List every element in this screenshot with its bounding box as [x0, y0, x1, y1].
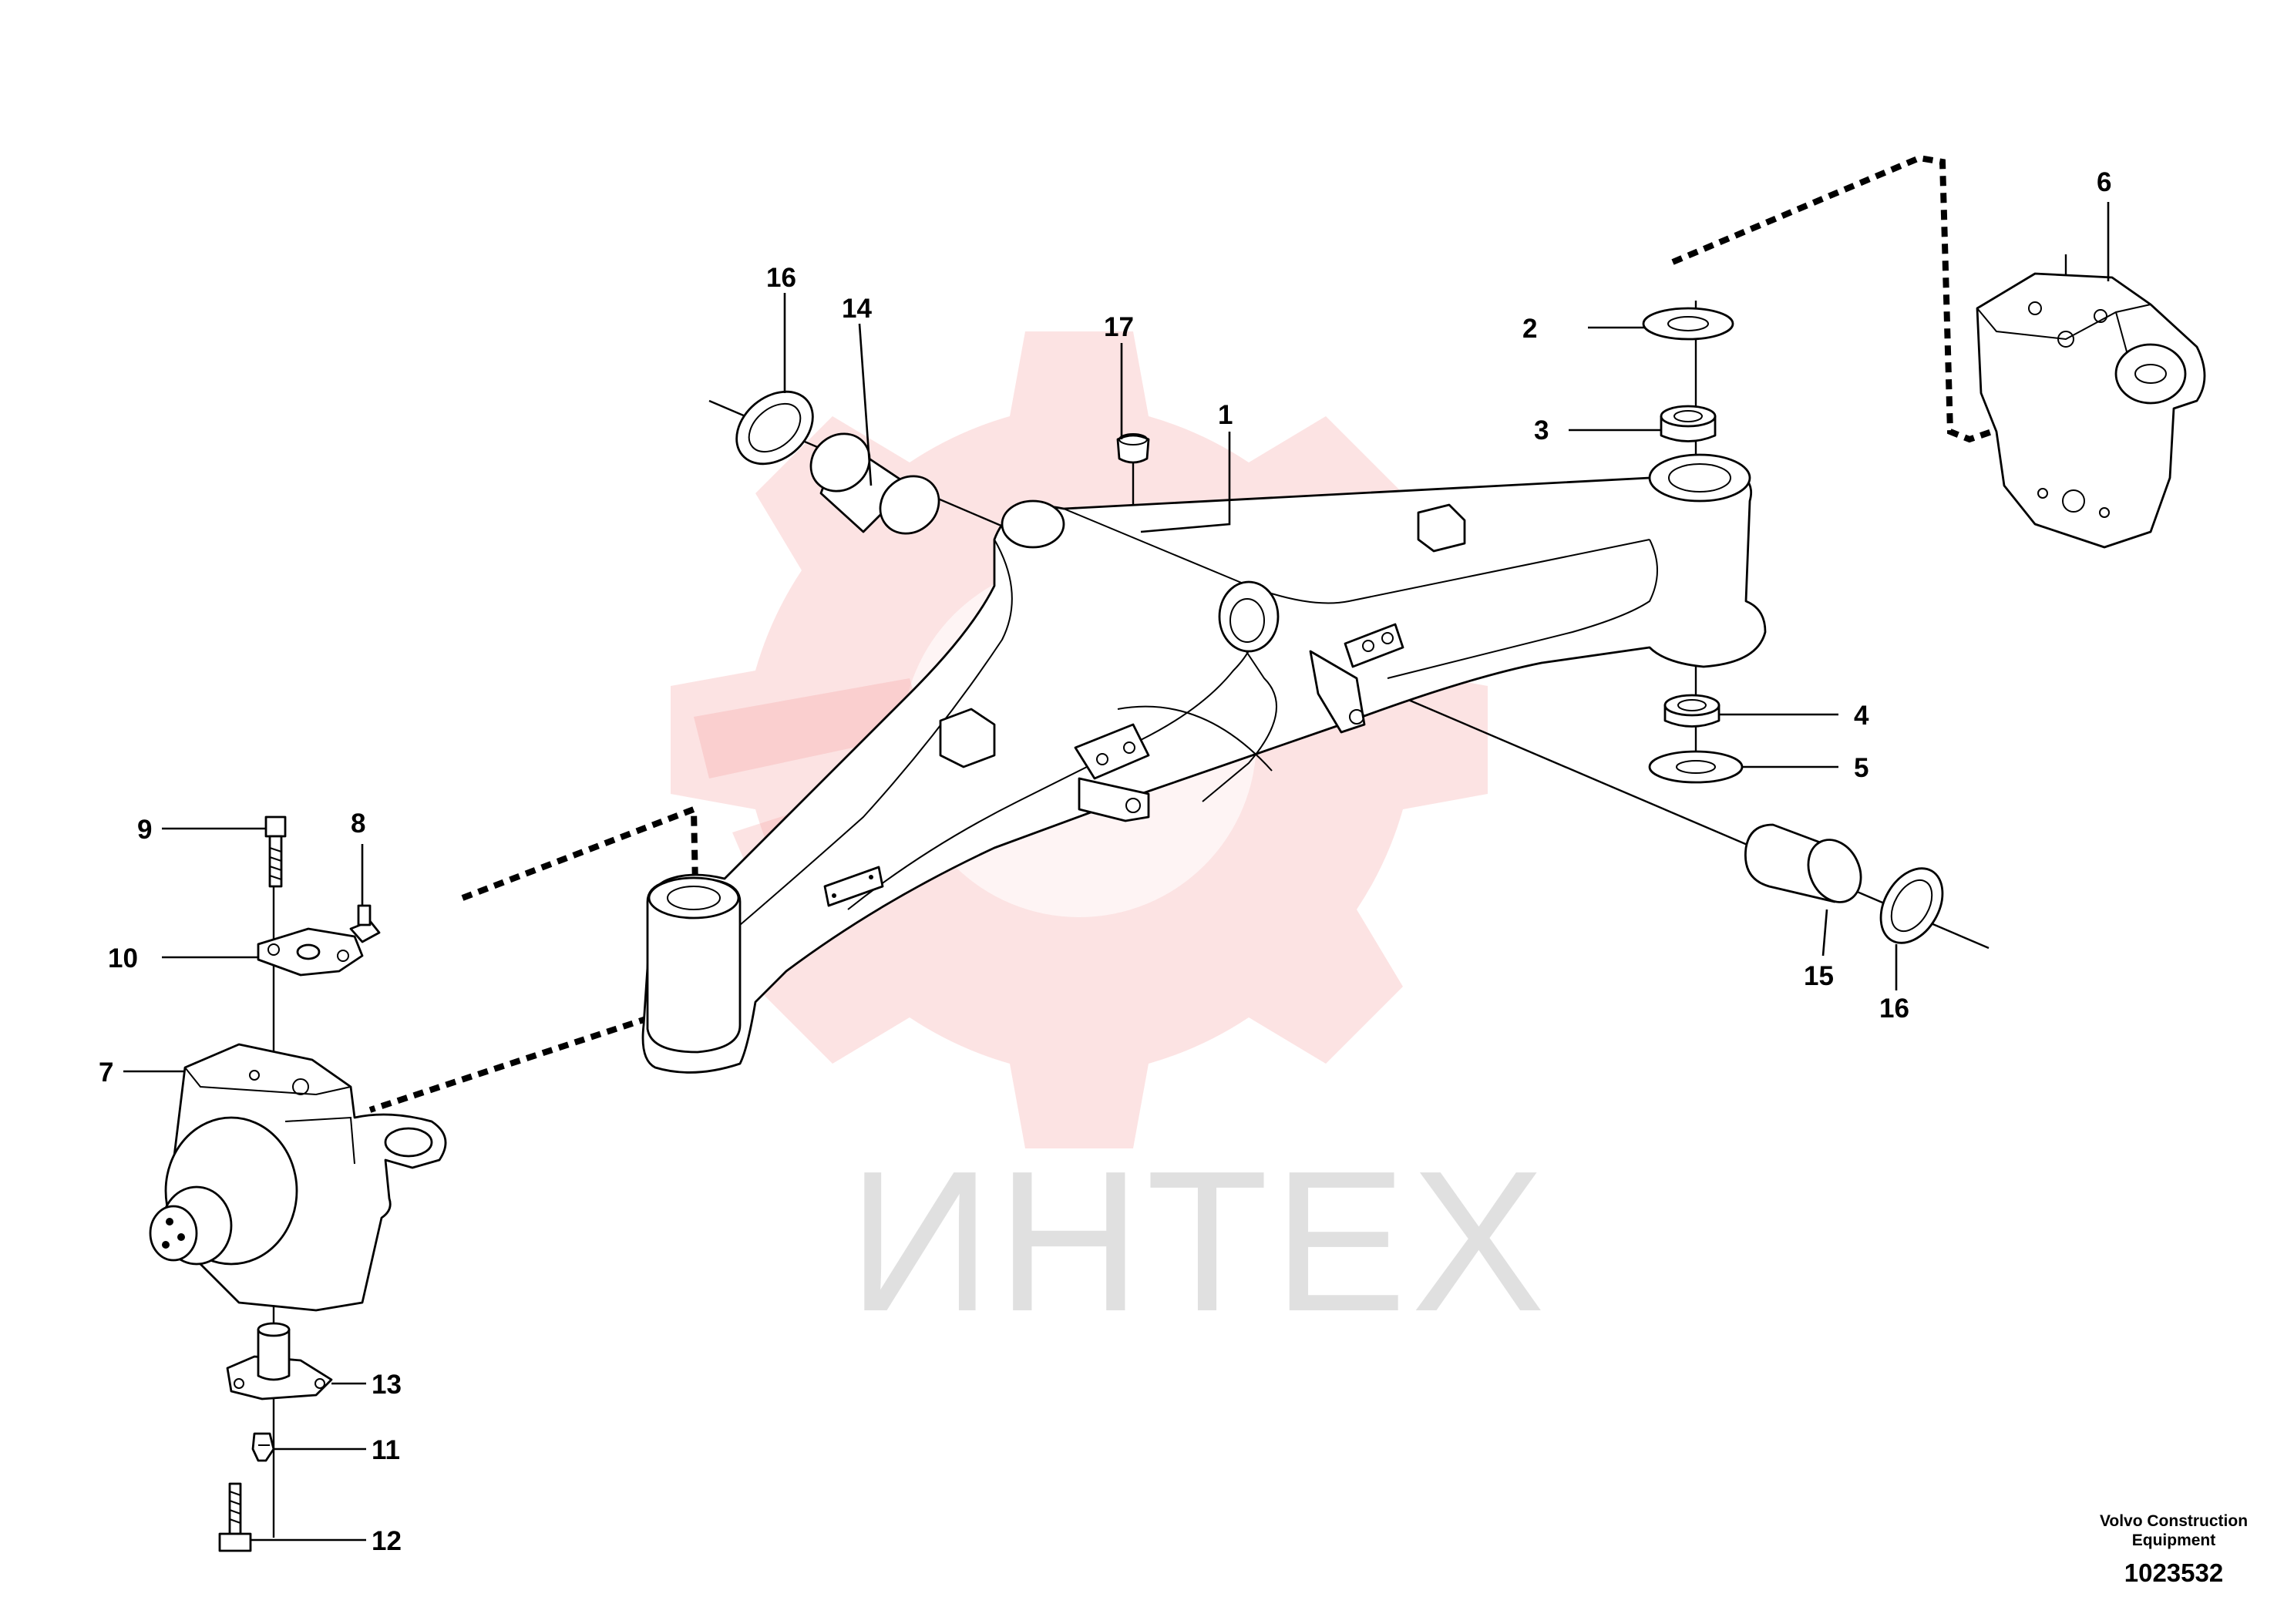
- bolt-part-9: [264, 815, 287, 888]
- assembly-line-right: [1671, 154, 2083, 443]
- callout-6: 6: [2097, 167, 2111, 197]
- callout-2: 2: [1522, 314, 1537, 344]
- document-number: 1023532: [2124, 1558, 2223, 1587]
- cover-part-13: [226, 1322, 333, 1400]
- brand-line-1: Volvo Construction: [2100, 1512, 2248, 1530]
- callout-16-left: 16: [766, 263, 796, 293]
- plug-part-17: [1116, 433, 1150, 464]
- callout-9: 9: [137, 815, 152, 845]
- watermark-text: ИНТЕХ: [848, 1130, 1549, 1353]
- axle-frame: [641, 453, 1767, 1074]
- callout-15: 15: [1804, 961, 1834, 991]
- callout-1: 1: [1218, 400, 1233, 430]
- callout-leaders: [123, 202, 2110, 1542]
- callout-12: 12: [372, 1526, 402, 1556]
- callout-3: 3: [1534, 415, 1549, 446]
- callout-16-right: 16: [1879, 994, 1909, 1024]
- washer-part-2: [1642, 307, 1734, 341]
- callout-14: 14: [842, 294, 872, 324]
- callout-5: 5: [1854, 753, 1868, 783]
- callout-13: 13: [372, 1370, 402, 1400]
- callout-11: 11: [372, 1435, 400, 1465]
- bolt-part-12: [218, 1482, 252, 1552]
- fitting-part-8: [349, 904, 381, 943]
- cover-part-10: [257, 927, 364, 977]
- callout-8: 8: [351, 809, 365, 839]
- fitting-part-11: [251, 1432, 275, 1462]
- washer-part-5: [1648, 750, 1744, 784]
- bushing-part-3: [1660, 405, 1717, 442]
- brand-line-2: Equipment: [2132, 1532, 2216, 1549]
- bearing-part-4: [1663, 694, 1720, 728]
- callout-17: 17: [1104, 312, 1134, 342]
- callout-7: 7: [99, 1057, 113, 1088]
- bushing-part-14: [809, 432, 940, 535]
- steering-knuckle-part-6: [1976, 272, 2206, 549]
- seal-part-16-right: [1879, 867, 1944, 944]
- seal-part-16-left: [735, 390, 814, 466]
- steering-knuckle-part-7: [149, 1043, 447, 1312]
- callout-4: 4: [1854, 701, 1869, 731]
- callout-10: 10: [108, 943, 138, 973]
- bushing-part-15: [1744, 823, 1862, 903]
